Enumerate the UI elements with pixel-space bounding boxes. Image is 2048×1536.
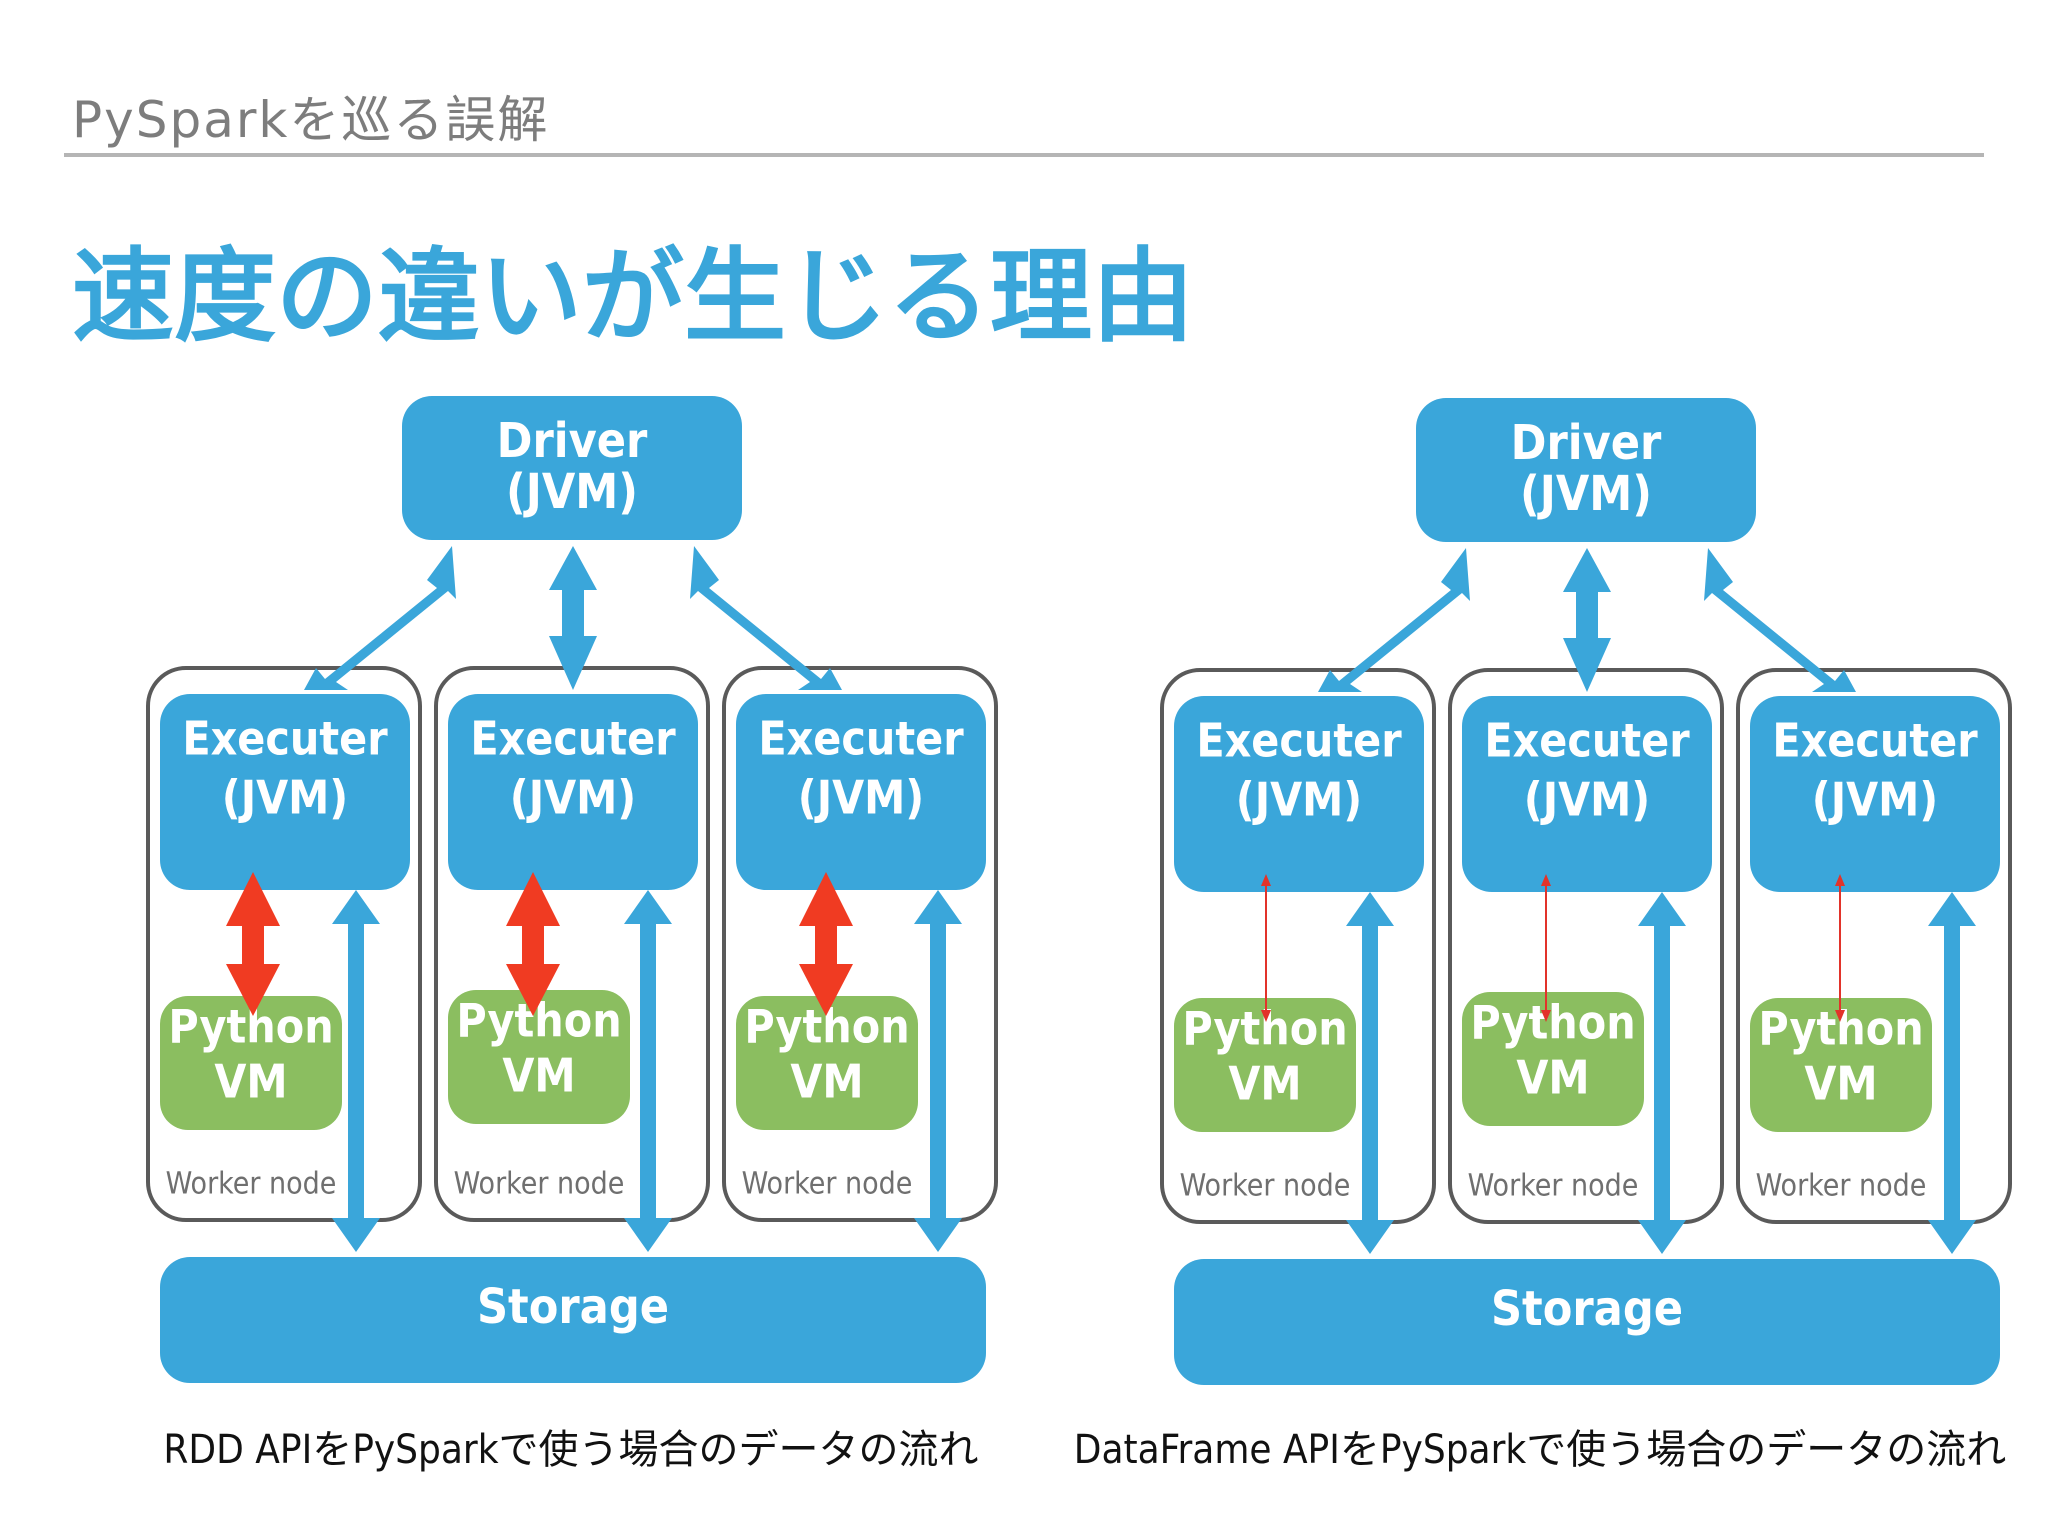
worker-node-label: Worker node — [1468, 1169, 1639, 1204]
double-headed-arrow-icon — [1928, 892, 1976, 1254]
storage-box — [160, 1257, 986, 1383]
driver-label-line2: (JVM) — [506, 464, 638, 520]
python-vm-label-line2: VM — [502, 1049, 575, 1103]
executor-label-line2: (JVM) — [1236, 773, 1362, 827]
python-vm-label-line2: VM — [790, 1055, 863, 1109]
double-headed-arrow-icon — [1835, 874, 1845, 1022]
executor-label-line2: (JVM) — [1524, 773, 1650, 827]
worker-node-label: Worker node — [1756, 1169, 1927, 1204]
worker-node-1 — [146, 666, 422, 1222]
dataframe-diagram: Driver (JVM) Executer (JVM) Executer (JV… — [1074, 398, 2012, 1473]
double-headed-arrow-icon — [1704, 548, 1856, 692]
executor-box-1 — [1174, 696, 1424, 892]
double-headed-arrow-icon — [914, 890, 962, 1252]
driver-label-line1: Driver — [497, 413, 648, 469]
executor-label-line2: (JVM) — [510, 771, 636, 825]
worker-node-3 — [1736, 668, 2012, 1224]
diagram-caption: RDD APIをPySparkで使う場合のデータの流れ — [163, 1427, 978, 1473]
breadcrumb: PySparkを巡る誤解 — [72, 91, 550, 149]
python-vm-box-1 — [1174, 998, 1356, 1132]
worker-node-label: Worker node — [1180, 1169, 1351, 1204]
storage-label: Storage — [477, 1279, 669, 1335]
executor-label-line1: Executer — [470, 712, 676, 766]
double-headed-arrow-icon — [1261, 874, 1271, 1022]
double-headed-arrow-icon — [1541, 874, 1551, 1022]
executor-box-2 — [448, 694, 698, 890]
python-vm-box-2 — [448, 990, 630, 1124]
driver-label-line2: (JVM) — [1520, 466, 1652, 522]
page-title: 速度の違いが生じる理由 — [72, 238, 1194, 357]
double-headed-arrow-icon — [1318, 548, 1470, 692]
storage-box — [1174, 1259, 2000, 1385]
double-headed-arrow-icon — [549, 546, 597, 690]
executor-box-1 — [160, 694, 410, 890]
executor-label-line1: Executer — [1196, 714, 1402, 768]
double-headed-arrow-icon — [624, 890, 672, 1252]
double-headed-arrow-icon — [332, 890, 380, 1252]
double-headed-arrow-icon — [1346, 892, 1394, 1254]
worker-node-1 — [1160, 668, 1436, 1224]
driver-box — [1416, 398, 1756, 542]
diagram-caption: DataFrame APIをPySparkで使う場合のデータの流れ — [1074, 1427, 2006, 1473]
worker-node-label: Worker node — [742, 1167, 913, 1202]
double-headed-arrow-icon — [1563, 548, 1611, 692]
header-divider — [64, 153, 1984, 157]
python-vm-box-2 — [1462, 992, 1644, 1126]
python-vm-label-line2: VM — [1804, 1057, 1877, 1111]
driver-box — [402, 396, 742, 540]
executor-box-3 — [736, 694, 986, 890]
worker-node-3 — [722, 666, 998, 1222]
rdd-diagram: Driver (JVM) Executer (JVM) Executer (JV… — [146, 396, 998, 1473]
double-headed-arrow-icon — [304, 546, 456, 690]
executor-storage-arrows — [1346, 892, 1976, 1254]
executor-label-line1: Executer — [1484, 714, 1690, 768]
executor-storage-arrows — [332, 890, 962, 1252]
jvm-python-heavy-arrows — [226, 872, 853, 1016]
double-headed-arrow-icon — [1638, 892, 1686, 1254]
python-vm-label-line2: VM — [214, 1055, 287, 1109]
python-vm-box-3 — [1750, 998, 1932, 1132]
executor-label-line1: Executer — [758, 712, 964, 766]
driver-executor-arrows — [304, 546, 842, 690]
worker-node-label: Worker node — [166, 1167, 337, 1202]
double-headed-arrow-icon — [690, 546, 842, 690]
python-vm-label-line2: VM — [1516, 1051, 1589, 1105]
double-headed-arrow-icon — [226, 872, 280, 1016]
jvm-python-light-arrows — [1261, 874, 1845, 1022]
storage-label: Storage — [1491, 1281, 1683, 1337]
double-headed-arrow-icon — [506, 872, 560, 1016]
python-vm-box-1 — [160, 996, 342, 1130]
worker-node-label: Worker node — [454, 1167, 625, 1202]
driver-executor-arrows — [1318, 548, 1856, 692]
executor-label-line2: (JVM) — [1812, 773, 1938, 827]
executor-label-line2: (JVM) — [222, 771, 348, 825]
python-vm-label-line1: Python — [1470, 996, 1635, 1050]
python-vm-label-line2: VM — [1228, 1057, 1301, 1111]
executor-box-3 — [1750, 696, 2000, 892]
executor-box-2 — [1462, 696, 1712, 892]
double-headed-arrow-icon — [799, 872, 853, 1016]
driver-label-line1: Driver — [1511, 415, 1662, 471]
executor-label-line2: (JVM) — [798, 771, 924, 825]
executor-label-line1: Executer — [182, 712, 388, 766]
executor-label-line1: Executer — [1772, 714, 1978, 768]
python-vm-box-3 — [736, 996, 918, 1130]
